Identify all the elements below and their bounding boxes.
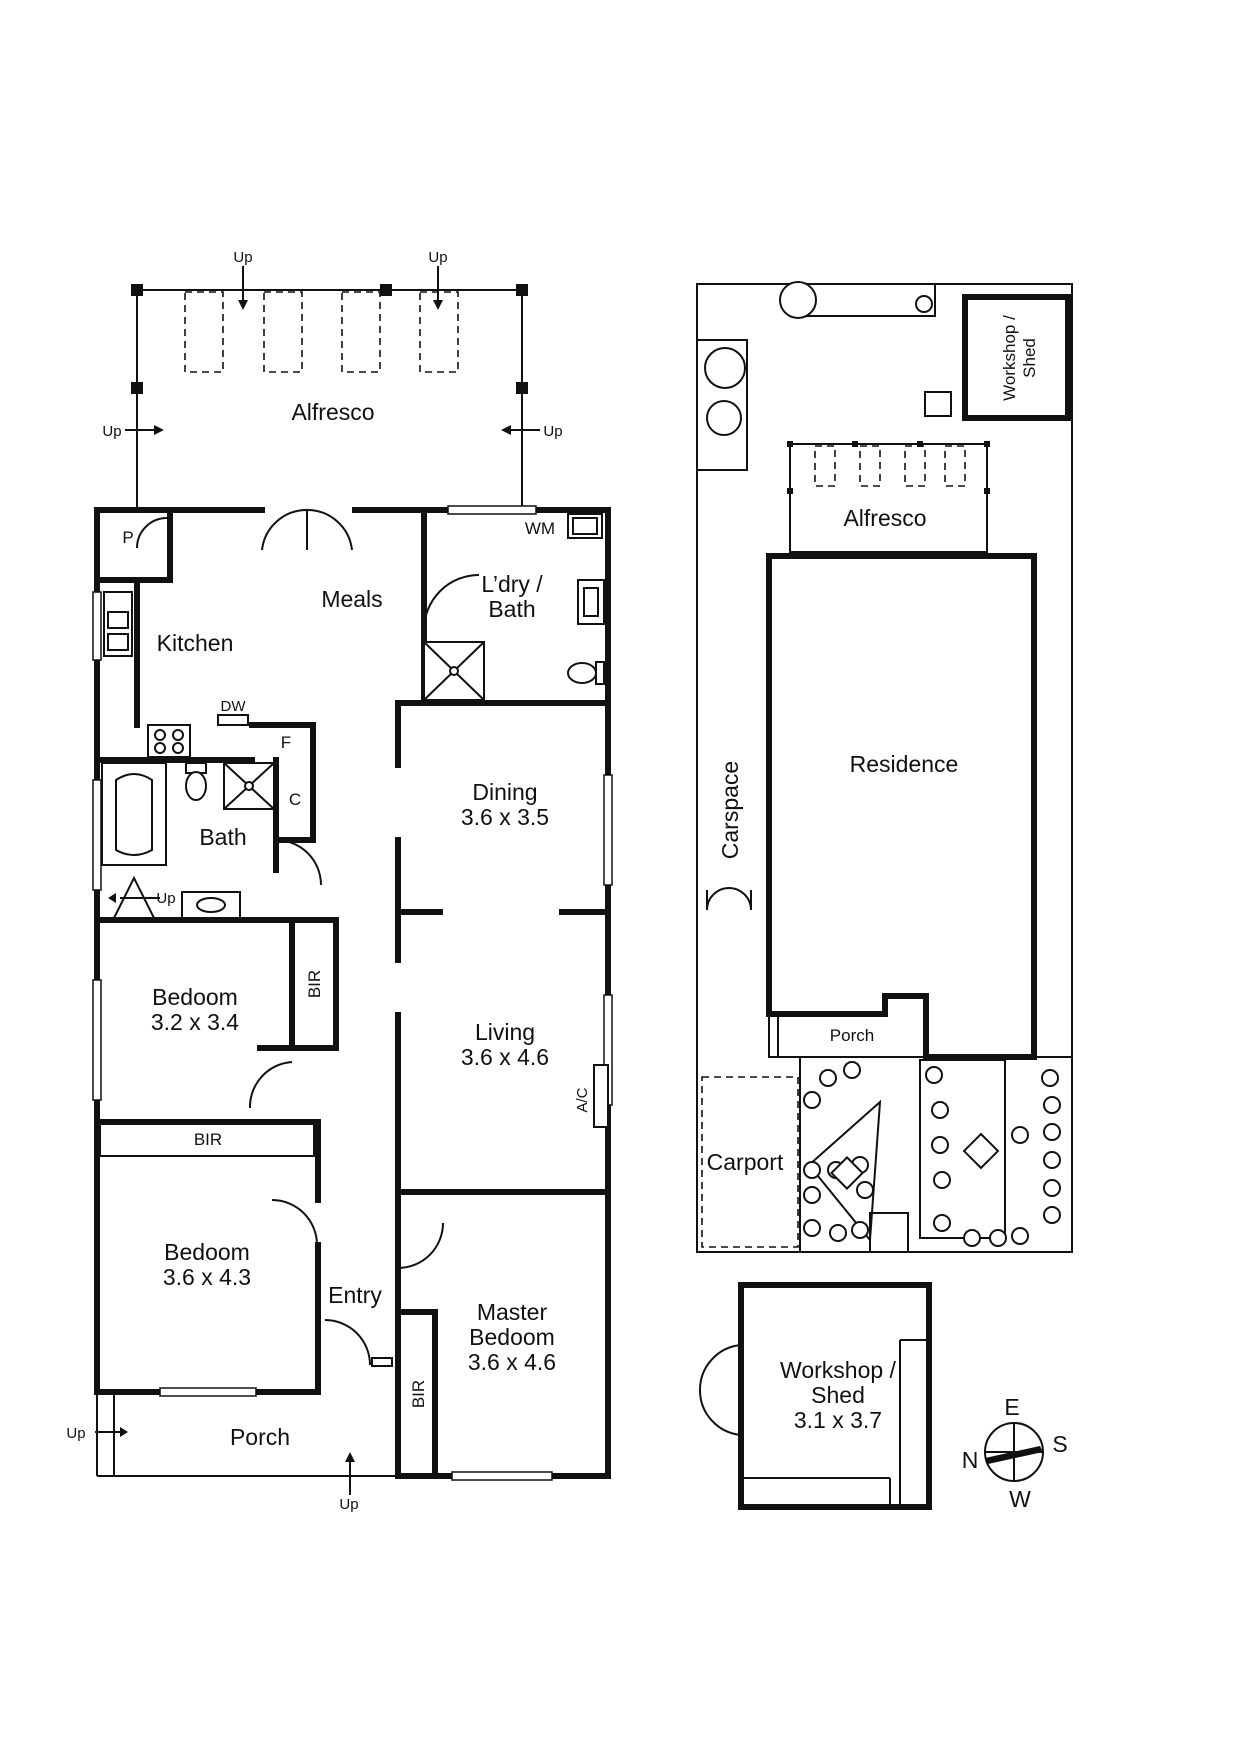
label-dining-size: 3.6 x 3.5 bbox=[461, 804, 549, 830]
label-porch-up-left: Up bbox=[66, 1425, 85, 1442]
site-label-alfresco: Alfresco bbox=[843, 505, 926, 531]
compass-west: W bbox=[1009, 1486, 1031, 1512]
label-porch: Porch bbox=[230, 1424, 290, 1450]
label-kitchen: Kitchen bbox=[157, 630, 234, 656]
label-wm: WM bbox=[525, 519, 555, 538]
fixtures bbox=[101, 513, 609, 1367]
site-label-carport: Carport bbox=[707, 1149, 784, 1175]
site-label-workshop-line2: Shed bbox=[1020, 338, 1039, 378]
site-label-workshop-line1: Workshop / bbox=[1000, 315, 1019, 401]
label-bath: Bath bbox=[199, 824, 246, 850]
label-bir-bedroom1: BIR bbox=[305, 970, 324, 998]
main-plan-labels: Alfresco Up Up Up Up P Meals Kitchen WM … bbox=[66, 249, 591, 1513]
label-up-side-right: Up bbox=[543, 423, 562, 440]
label-alfresco: Alfresco bbox=[291, 399, 374, 425]
interior-walls bbox=[94, 507, 611, 1479]
site-plants bbox=[704, 281, 1061, 1247]
shed-label-line1: Workshop / bbox=[780, 1357, 897, 1383]
label-ac: A/C bbox=[574, 1087, 591, 1112]
label-laundry-line1: L’dry / bbox=[481, 571, 543, 597]
label-meals: Meals bbox=[321, 586, 382, 612]
label-bedroom2-name: Bedoom bbox=[164, 1239, 250, 1265]
site-label-residence: Residence bbox=[850, 751, 959, 777]
site-plan: Workshop / Shed Alfresco Residence Carsp… bbox=[696, 281, 1073, 1253]
shed-label-size: 3.1 x 3.7 bbox=[794, 1407, 882, 1433]
label-living-name: Living bbox=[475, 1019, 535, 1045]
label-bir-master: BIR bbox=[409, 1380, 428, 1408]
label-master-line2: Bedoom bbox=[469, 1324, 555, 1350]
label-master-size: 3.6 x 4.6 bbox=[468, 1349, 556, 1375]
site-label-carspace: Carspace bbox=[717, 761, 743, 859]
shed-label-line2: Shed bbox=[811, 1382, 865, 1408]
site-label-porch: Porch bbox=[830, 1026, 874, 1045]
label-porch-up-bottom: Up bbox=[339, 1496, 358, 1513]
label-laundry-line2: Bath bbox=[488, 596, 535, 622]
label-pantry: P bbox=[122, 528, 133, 547]
label-bedroom1-name: Bedoom bbox=[152, 984, 238, 1010]
label-up-top-right: Up bbox=[428, 249, 447, 266]
compass-north: N bbox=[962, 1447, 979, 1473]
shed-plan: Workshop / Shed 3.1 x 3.7 bbox=[698, 1282, 932, 1510]
label-entry: Entry bbox=[328, 1282, 382, 1308]
label-fridge: F bbox=[281, 733, 291, 752]
door-swings bbox=[136, 508, 480, 1366]
porch-structure bbox=[95, 1392, 398, 1495]
label-bath-up: Up bbox=[156, 890, 175, 907]
label-master-line1: Master bbox=[477, 1299, 548, 1325]
label-dw: DW bbox=[221, 698, 247, 715]
compass: E N S W bbox=[962, 1394, 1068, 1512]
label-up-side-left: Up bbox=[102, 423, 121, 440]
windows bbox=[92, 505, 613, 1481]
label-bir-bedroom2: BIR bbox=[194, 1130, 222, 1149]
compass-east: E bbox=[1004, 1394, 1019, 1420]
label-bedroom1-size: 3.2 x 3.4 bbox=[151, 1009, 239, 1035]
label-living-size: 3.6 x 4.6 bbox=[461, 1044, 549, 1070]
main-plan: Alfresco Up Up Up Up P Meals Kitchen WM … bbox=[66, 249, 613, 1513]
label-up-top-left: Up bbox=[233, 249, 252, 266]
alfresco-structure bbox=[125, 266, 540, 510]
label-dining-name: Dining bbox=[472, 779, 537, 805]
label-cupboard: C bbox=[289, 790, 301, 809]
compass-south: S bbox=[1052, 1431, 1067, 1457]
label-bedroom2-size: 3.6 x 4.3 bbox=[163, 1264, 251, 1290]
